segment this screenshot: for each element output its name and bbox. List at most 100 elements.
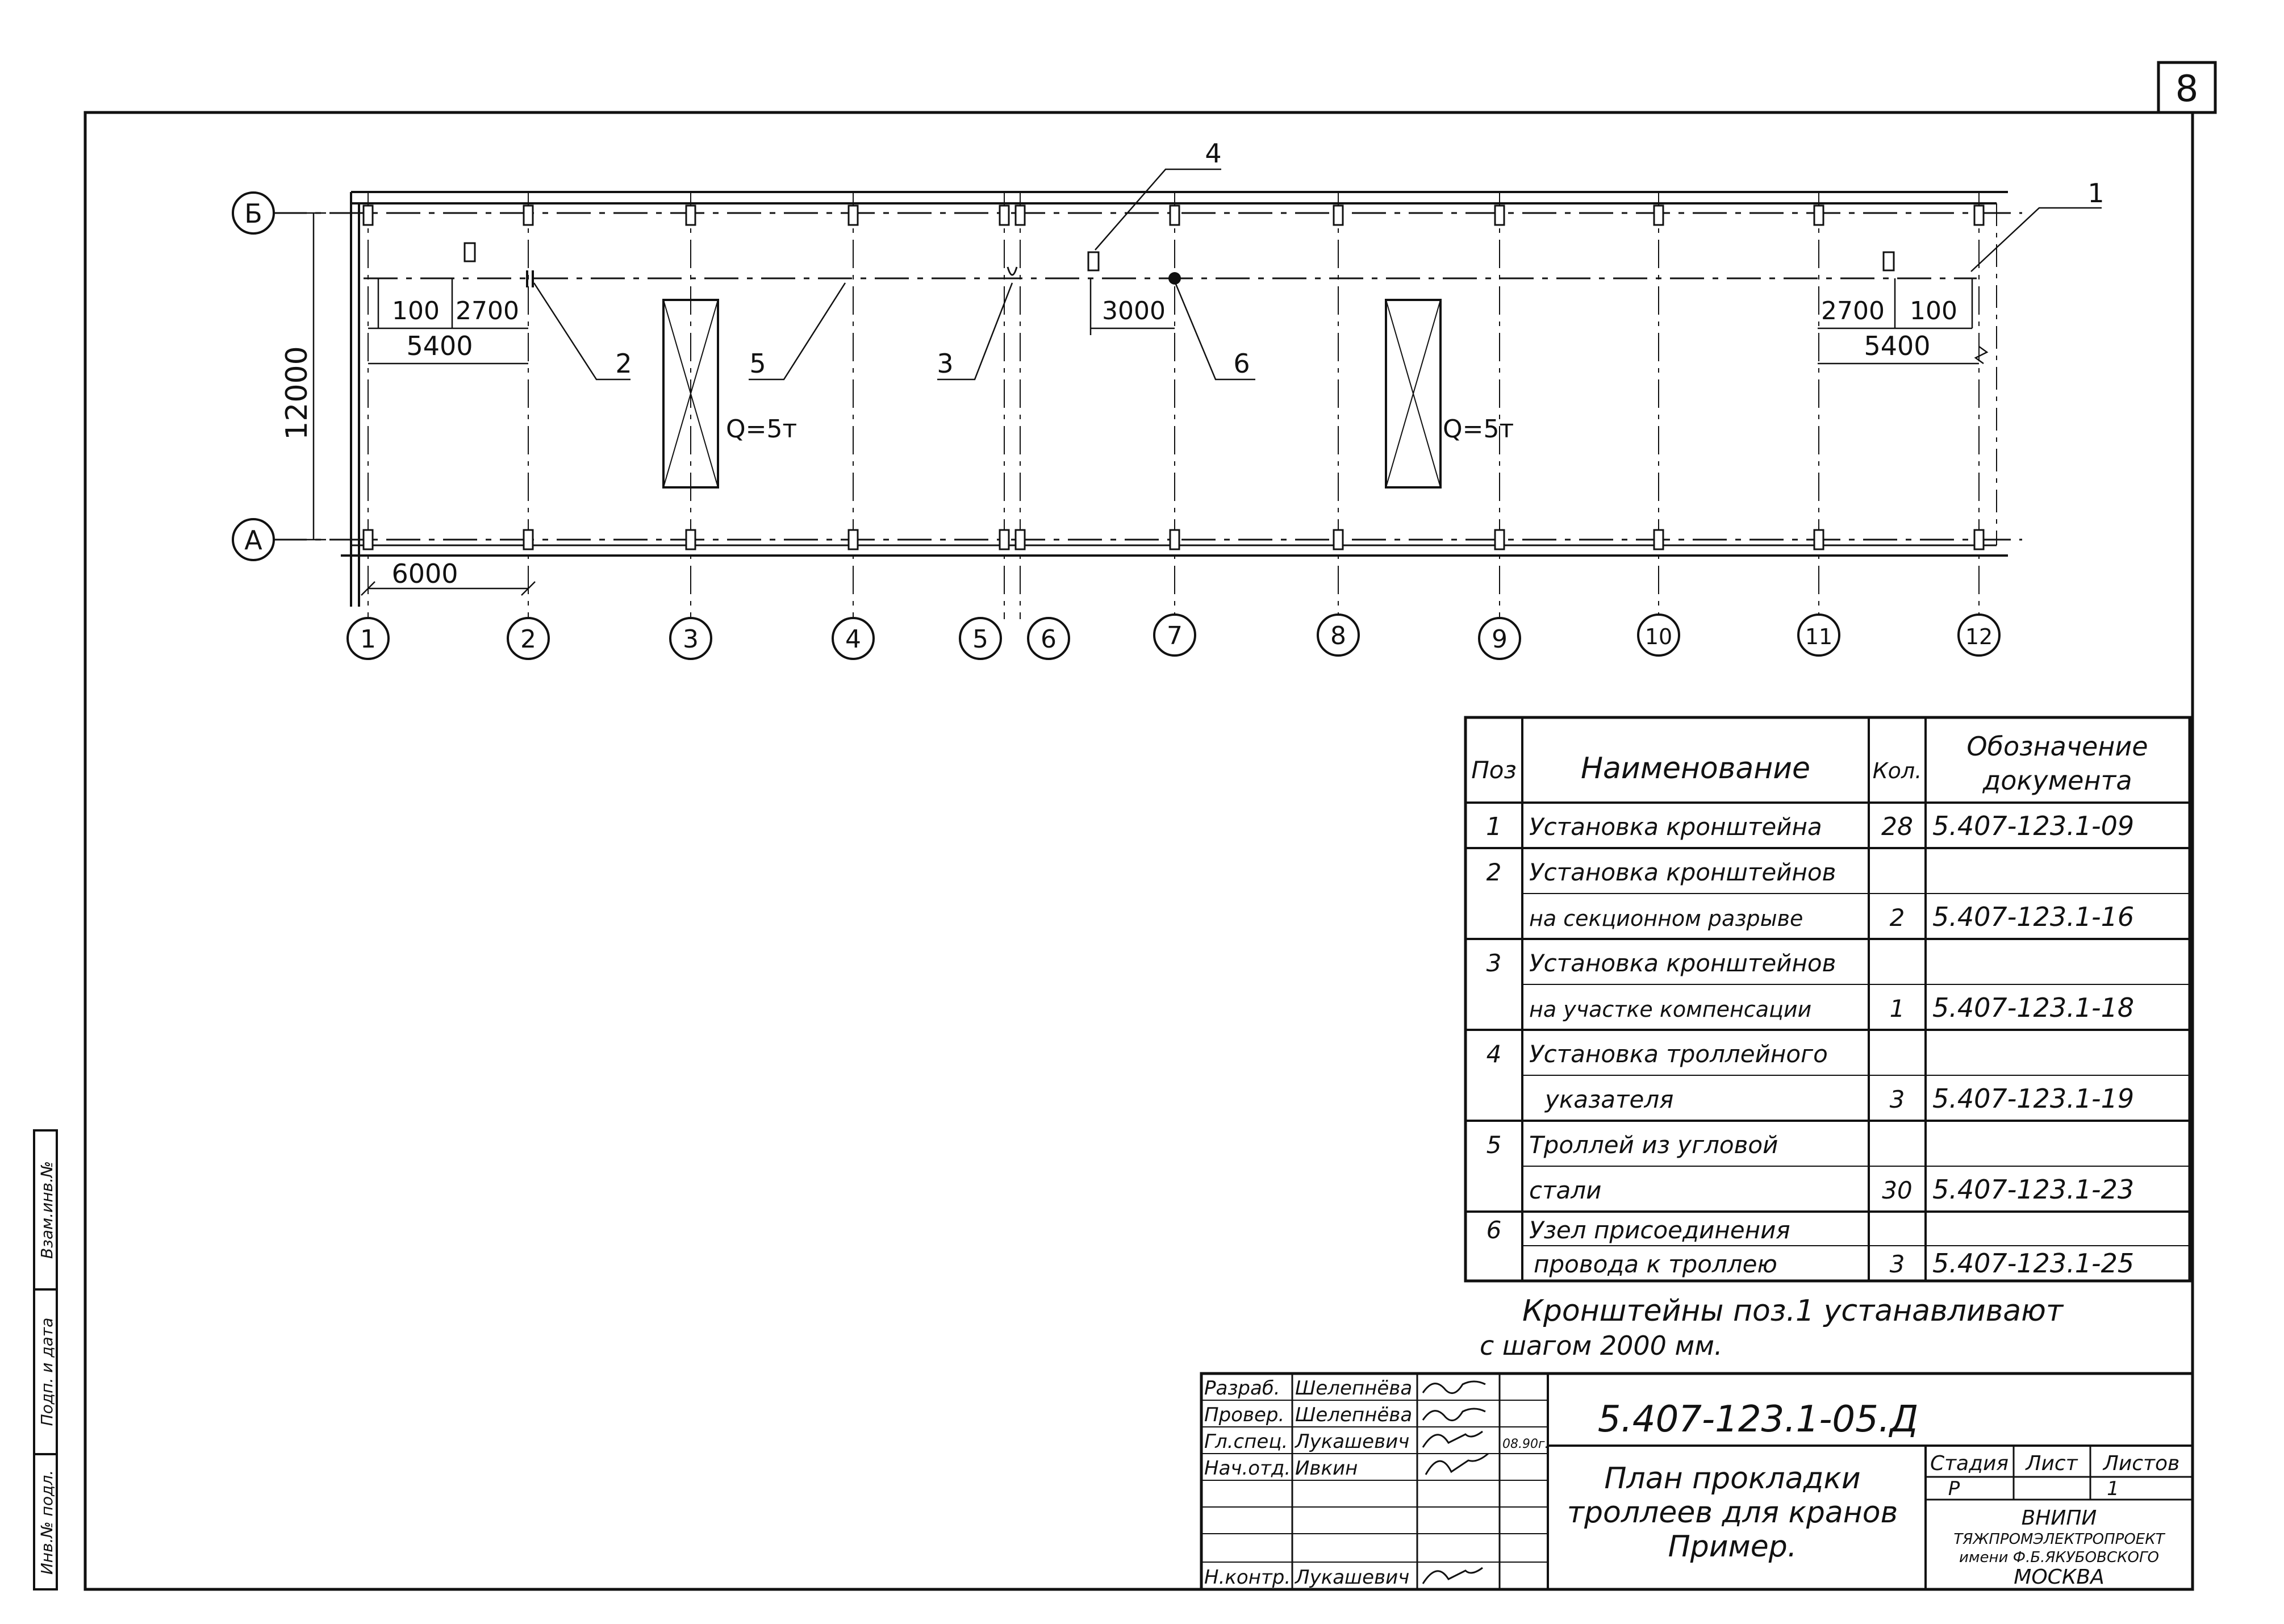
spec-name-cont: на секционном разрыве bbox=[1529, 906, 1803, 931]
spec-name-cont: указателя bbox=[1544, 1086, 1673, 1113]
sig-name: Лукашевич bbox=[1294, 1430, 1409, 1453]
sheet-frame bbox=[83, 111, 2194, 1591]
drawing-title-2: троллеев для кранов bbox=[1567, 1496, 1898, 1530]
sig-role: Н.контр. bbox=[1204, 1566, 1291, 1589]
spec-doc: 5.407-123.1-16 bbox=[1932, 901, 2134, 932]
sig-role: Гл.спец. bbox=[1204, 1430, 1288, 1453]
sig-name: Лукашевич bbox=[1294, 1566, 1409, 1589]
header-doc-1: Обозначение bbox=[1966, 731, 2148, 762]
leader-lines bbox=[533, 168, 2102, 381]
spec-qty: 30 bbox=[1882, 1176, 1912, 1204]
spec-row-5: 5 Троллей из угловой стали 30 5.407-123.… bbox=[1487, 1131, 2134, 1205]
row-axis-a: А bbox=[244, 525, 262, 556]
col-axis-10: 10 bbox=[1645, 624, 1672, 649]
row-axis-bubbles: Б А bbox=[232, 191, 275, 561]
column-axis-labels: 1 2 3 4 5 6 7 8 9 10 11 12 bbox=[360, 621, 1993, 654]
org-line-3: имени Ф.Б.ЯКУБОВСКОГО bbox=[1959, 1549, 2159, 1566]
header-pos: Поз bbox=[1471, 756, 1517, 784]
signature-row: Н.контр. Лукашевич bbox=[1204, 1566, 1409, 1589]
leader-label-6: 6 bbox=[1233, 348, 1250, 379]
spec-doc: 5.407-123.1-23 bbox=[1932, 1174, 2134, 1205]
stage-value: Р bbox=[1948, 1477, 1960, 1500]
leader-label-4: 4 bbox=[1205, 138, 1221, 169]
leader-label-2: 2 bbox=[615, 348, 632, 379]
sig-name: Ивкин bbox=[1295, 1457, 1358, 1480]
dim-right-b: 100 bbox=[1910, 297, 1957, 325]
sig-role: Разраб. bbox=[1204, 1377, 1280, 1400]
dim-left-a: 100 bbox=[392, 297, 440, 325]
stamp-cell-2: Подп. и дата bbox=[37, 1318, 56, 1426]
leader-label-1: 1 bbox=[2087, 178, 2104, 208]
signature-row: Гл.спец. Лукашевич 08.90г. bbox=[1204, 1430, 1549, 1453]
document-code: 5.407-123.1-05.Д bbox=[1598, 1398, 1918, 1441]
stamp-cell-1: Инв.№ подл. bbox=[37, 1470, 56, 1575]
col-axis-11: 11 bbox=[1805, 624, 1832, 649]
header-qty: Кол. bbox=[1873, 758, 1922, 783]
spec-name: Установка кронштейна bbox=[1529, 813, 1822, 841]
spec-name: Установка кронштейнов bbox=[1529, 858, 1836, 886]
sheets-header: Листов bbox=[2102, 1452, 2179, 1475]
row-axis-b: Б bbox=[244, 198, 262, 229]
spec-pos: 4 bbox=[1487, 1040, 1502, 1068]
spec-row-3: 3 Установка кронштейнов на участке компе… bbox=[1487, 949, 2134, 1023]
column-axis-bubbles bbox=[346, 613, 2001, 660]
org-line-2: ТЯЖПРОМЭЛЕКТРОПРОЕКТ bbox=[1953, 1531, 2165, 1548]
sig-role: Нач.отд. bbox=[1204, 1457, 1291, 1480]
spec-name: Установка кронштейнов bbox=[1529, 949, 1836, 977]
side-stamp: Инв.№ подл. Подп. и дата Взам.инв.№ bbox=[33, 1129, 58, 1590]
spec-doc: 5.407-123.1-19 bbox=[1932, 1083, 2134, 1114]
building-plan: Q=5т Q=5т bbox=[273, 191, 2022, 619]
sheets-value: 1 bbox=[2107, 1477, 2119, 1500]
dimensions bbox=[301, 212, 1989, 596]
col-axis-3: 3 bbox=[683, 625, 699, 654]
spec-doc: 5.407-123.1-18 bbox=[1932, 992, 2134, 1023]
header-doc-2: документа bbox=[1982, 765, 2132, 796]
spec-pos: 1 bbox=[1486, 812, 1502, 841]
stamp-cell-3: Взам.инв.№ bbox=[37, 1161, 56, 1259]
stage-header: Стадия bbox=[1930, 1452, 2009, 1475]
columns bbox=[362, 204, 1985, 550]
spec-pos: 3 bbox=[1487, 949, 1502, 977]
org-line-1: ВНИПИ bbox=[2022, 1506, 2097, 1530]
crane-2-capacity: Q=5т bbox=[1443, 415, 1514, 444]
trolley-indicator bbox=[464, 242, 476, 262]
drawing-title-3: Пример. bbox=[1668, 1530, 1797, 1564]
drawing-title-1: План прокладки bbox=[1604, 1462, 1860, 1496]
dim-height: 12000 bbox=[280, 346, 314, 440]
spec-name-cont: на участке компенсации bbox=[1529, 997, 1811, 1022]
note-line-1: Кронштейны поз.1 устанавливают bbox=[1522, 1294, 2064, 1328]
spec-table: Поз Наименование Кол. Обозначение докуме… bbox=[1464, 716, 2191, 1283]
sig-role: Провер. bbox=[1204, 1404, 1284, 1426]
trolley-indicator bbox=[1087, 251, 1100, 272]
spec-name: Троллей из угловой bbox=[1529, 1131, 1778, 1159]
note-line-2: с шагом 2000 мм. bbox=[1480, 1330, 1723, 1361]
spec-name: Узел присоединения bbox=[1529, 1216, 1790, 1244]
col-axis-9: 9 bbox=[1492, 625, 1508, 654]
sig-date: 08.90г. bbox=[1502, 1437, 1549, 1451]
spec-row-1: 1 Установка кронштейна 28 5.407-123.1-09 bbox=[1486, 811, 2134, 841]
spec-qty: 1 bbox=[1890, 995, 1905, 1022]
spec-row-2: 2 Установка кронштейнов на секционном ра… bbox=[1487, 858, 2134, 932]
crane-1-capacity: Q=5т bbox=[726, 415, 797, 444]
sheet-number-box bbox=[2157, 61, 2217, 114]
signature-row: Провер. Шелепнёва bbox=[1204, 1404, 1412, 1426]
col-axis-6: 6 bbox=[1041, 625, 1057, 654]
spec-name-cont: стали bbox=[1529, 1176, 1601, 1204]
signature-row: Нач.отд. Ивкин bbox=[1204, 1457, 1358, 1480]
dim-left-b: 2700 bbox=[456, 297, 519, 325]
col-axis-2: 2 bbox=[520, 625, 536, 654]
header-name: Наименование bbox=[1581, 752, 1810, 786]
signature-marks bbox=[1422, 1380, 1489, 1584]
spec-name-cont: провода к троллею bbox=[1534, 1250, 1777, 1278]
leader-label-5: 5 bbox=[749, 348, 766, 379]
col-axis-12: 12 bbox=[1965, 624, 1993, 649]
spec-pos: 5 bbox=[1487, 1131, 1502, 1159]
dim-bay: 6000 bbox=[391, 558, 458, 589]
sig-name: Шелепнёва bbox=[1295, 1377, 1412, 1400]
spec-qty: 3 bbox=[1890, 1250, 1905, 1278]
spec-qty: 2 bbox=[1890, 904, 1905, 932]
dim-mid: 3000 bbox=[1102, 297, 1166, 325]
col-axis-5: 5 bbox=[972, 625, 988, 654]
spec-row-4: 4 Установка троллейного указателя 3 5.40… bbox=[1487, 1040, 2134, 1114]
